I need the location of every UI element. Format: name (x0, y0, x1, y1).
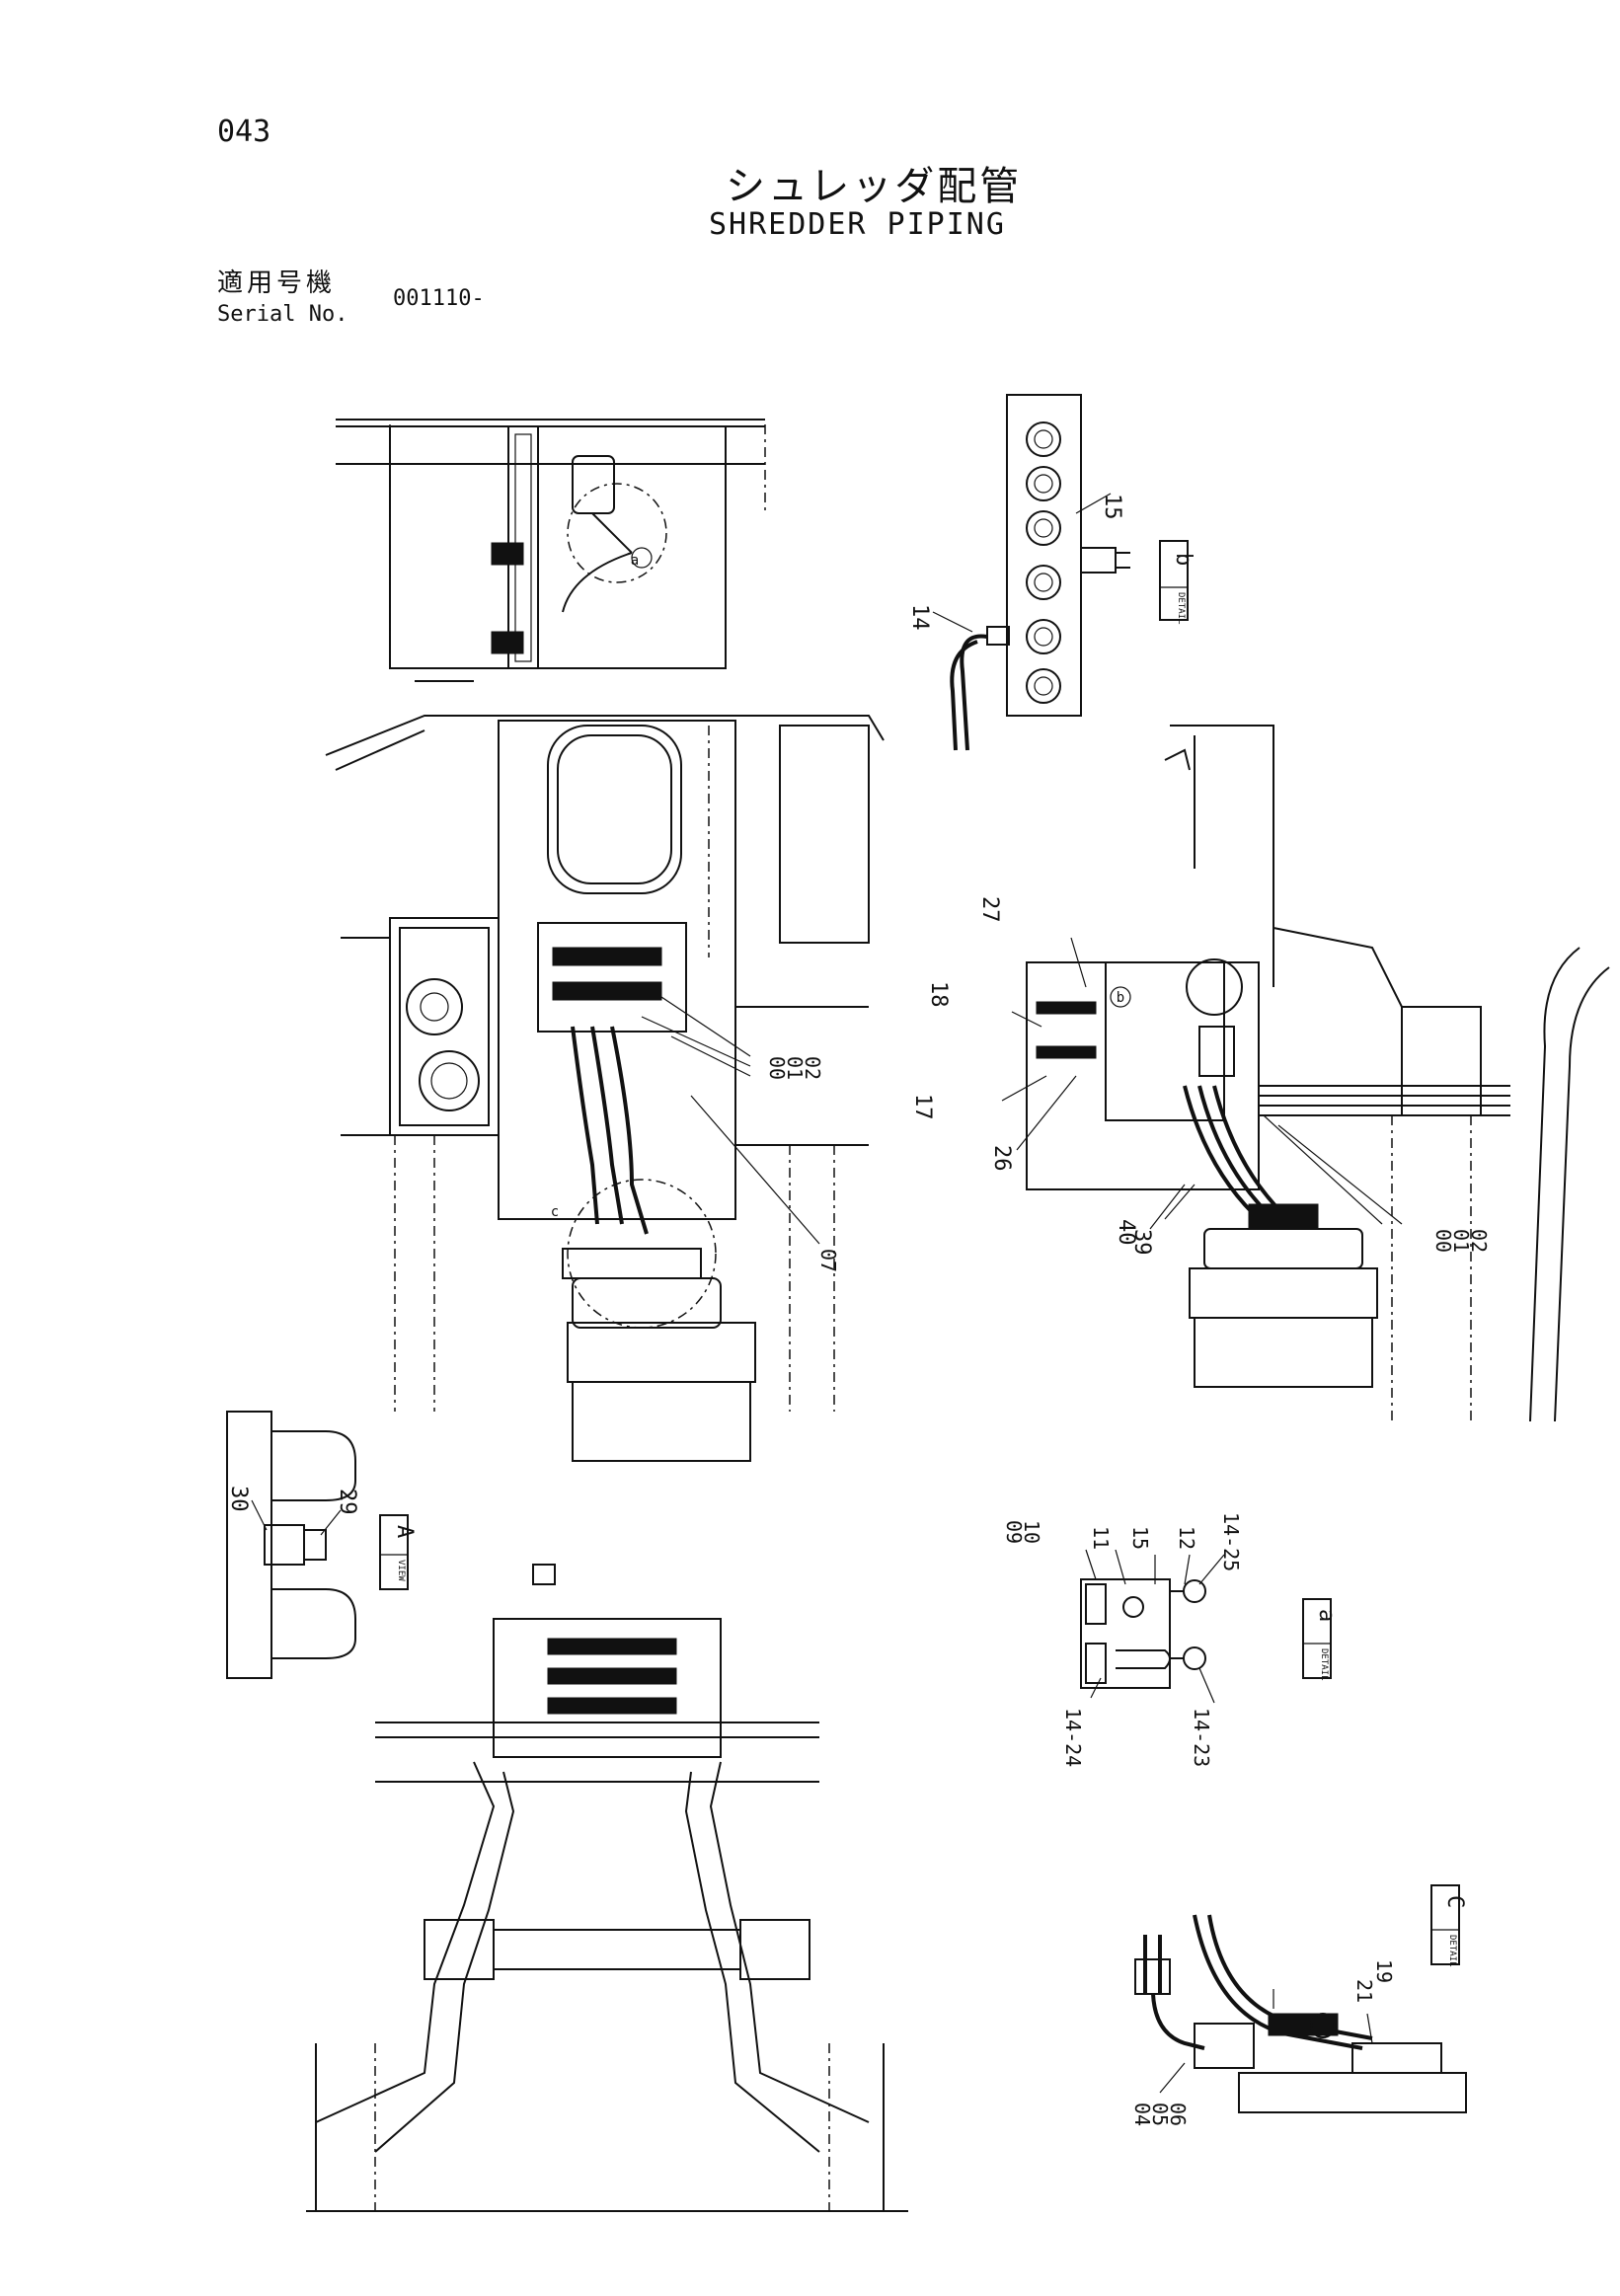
center-right-view: b (1001, 725, 1610, 1422)
view-a-coupling (226, 1411, 356, 1679)
top-left-view (336, 419, 766, 682)
detail-tag-C: C DETAIL (1430, 1884, 1467, 1967)
callout-26: 26 (989, 1145, 1014, 1172)
detail-a-fitting (1080, 1549, 1225, 1704)
svg-text:DETAIL: DETAIL (1447, 1935, 1457, 1967)
callout-30: 30 (226, 1486, 251, 1512)
callout-06: 06 (1166, 2103, 1190, 2126)
svg-text:C: C (1442, 1895, 1467, 1908)
title-japanese: シュレッダ配管 (726, 164, 1023, 209)
callout-02-left: 02 (801, 1056, 824, 1080)
serial-label-english: Serial No. (217, 302, 348, 327)
callout-10: 10 (1020, 1520, 1043, 1544)
serial-label-japanese: 適用号機 (217, 268, 337, 298)
callout-00-left: 00 (765, 1056, 789, 1080)
callout-11: 11 (1089, 1526, 1113, 1550)
center-left-main-view (325, 715, 885, 1462)
circle-marker-c: c (551, 1204, 559, 1220)
callout-05: 05 (1148, 2103, 1172, 2126)
detail-tag-A: A VIEW (379, 1514, 417, 1590)
callout-02-right: 02 (1467, 1229, 1491, 1253)
detail-c-motor (1134, 1914, 1467, 2113)
svg-text:b: b (1171, 553, 1196, 566)
callout-04: 04 (1130, 2103, 1154, 2126)
callout-18: 18 (926, 981, 951, 1008)
svg-text:VIEW: VIEW (396, 1560, 406, 1581)
callout-09: 09 (1002, 1520, 1026, 1544)
callout-01-left: 01 (783, 1056, 807, 1080)
circle-marker-b: b (1117, 990, 1124, 1006)
callout-00-right: 00 (1431, 1229, 1455, 1253)
callout-17: 17 (910, 1094, 935, 1120)
callout-01-right: 01 (1449, 1229, 1473, 1253)
svg-text:A: A (392, 1525, 417, 1538)
circle-marker-a: a (631, 553, 639, 569)
callout-12: 12 (1175, 1526, 1198, 1550)
callout-21: 21 (1352, 1979, 1376, 2003)
detail-b-manifold (932, 394, 1130, 751)
svg-text:DETAIL: DETAIL (1319, 1648, 1329, 1681)
svg-text:DETAIL: DETAIL (1176, 592, 1186, 625)
callout-14-23: 14-23 (1190, 1708, 1213, 1767)
callout-15-mid: 15 (1128, 1526, 1152, 1550)
serial-number-value: 001110- (393, 286, 485, 311)
callout-14-25: 14-25 (1219, 1512, 1243, 1571)
detail-tag-b: b DETAIL (1159, 540, 1196, 625)
detail-tag-a: a DETAIL (1302, 1598, 1339, 1681)
callout-19: 19 (1372, 1959, 1396, 1983)
callout-14-24: 14-24 (1061, 1708, 1085, 1767)
bottom-left-main-view (306, 1564, 908, 2212)
callout-40: 40 (1114, 1219, 1138, 1246)
svg-text:a: a (1314, 1609, 1339, 1622)
callout-39: 39 (1129, 1229, 1154, 1256)
title-english: SHREDDER PIPING (709, 207, 1006, 242)
callout-07: 07 (816, 1249, 840, 1272)
callout-29: 29 (335, 1489, 359, 1515)
callout-27: 27 (977, 896, 1002, 923)
callout-14-top: 14 (907, 604, 932, 631)
page-number: 043 (217, 115, 271, 149)
callout-15-top: 15 (1100, 494, 1124, 520)
